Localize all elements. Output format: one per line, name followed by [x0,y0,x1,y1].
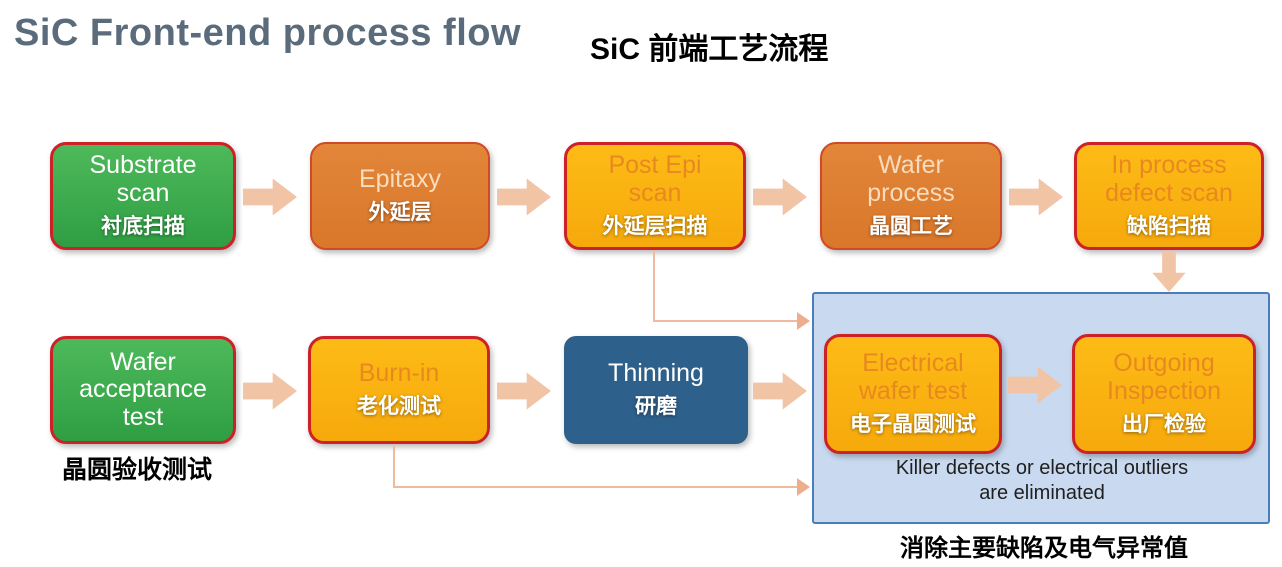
node-substrate-scan-label-zh: 衬底扫描 [101,215,185,238]
node-in-process-defect-scan: In process defect scan 缺陷扫描 [1074,142,1264,250]
node-post-epi-scan-label-zh: 外延层扫描 [602,215,708,238]
flow-arrow-icon [1009,178,1063,216]
connector-arrowhead-icon [797,312,810,330]
node-burn-in: Burn-in 老化测试 [308,336,490,444]
node-substrate-scan: Substrate scan 衬底扫描 [50,142,236,250]
node-in-process-defect-scan-label-en: In process defect scan [1105,151,1233,207]
node-thinning-label-en: Thinning [608,358,704,387]
node-post-epi-scan-label-en: Post Epi scan [608,151,702,207]
flow-arrow-icon [497,178,551,216]
flow-arrow-icon [497,372,551,410]
node-epitaxy: Epitaxy 外延层 [310,142,490,250]
connector-line [653,320,799,322]
flow-arrow-icon [243,372,297,410]
node-electrical-wafer-test-label-zh: 电子晶圆测试 [850,413,976,436]
flow-arrow-down-icon [1152,252,1186,292]
node-substrate-scan-label-en: Substrate scan [89,151,197,207]
flow-arrow-icon [753,178,807,216]
node-thinning-label-zh: 研磨 [635,395,677,419]
node-in-process-defect-scan-label-zh: 缺陷扫描 [1127,215,1211,238]
node-outgoing-inspection-label-zh: 出厂检验 [1122,413,1206,436]
connector-line [393,486,799,488]
node-thinning: Thinning 研磨 [564,336,748,444]
node-wafer-process-label-en: Wafer process [867,151,955,207]
node-burn-in-label-en: Burn-in [358,358,440,387]
node-outgoing-inspection: Outgoing Inspection 出厂检验 [1072,334,1256,454]
page-title-english: SiC Front-end process flow [14,12,522,54]
panel-note-english: Killer defects or electrical outliers ar… [895,457,1189,504]
connector-line [393,444,395,488]
flow-arrow-icon [243,178,297,216]
node-wafer-acceptance-test: Wafer acceptance test [50,336,236,444]
connector-line [653,250,655,322]
node-wafer-process: Wafer process 晶圆工艺 [820,142,1002,250]
node-wafer-process-label-zh: 晶圆工艺 [869,215,953,238]
wafer-acceptance-test-label-zh: 晶圆验收测试 [62,456,213,484]
node-epitaxy-label-en: Epitaxy [359,164,441,193]
connector-arrowhead-icon [797,478,810,496]
node-outgoing-inspection-label-en: Outgoing Inspection [1107,349,1221,405]
node-epitaxy-label-zh: 外延层 [368,201,432,225]
flow-arrow-icon [753,372,807,410]
node-post-epi-scan: Post Epi scan 外延层扫描 [564,142,746,250]
page-title-chinese: SiC 前端工艺流程 [590,33,829,66]
node-electrical-wafer-test: Electrical wafer test 电子晶圆测试 [824,334,1002,454]
node-burn-in-label-zh: 老化测试 [357,395,441,419]
node-wafer-acceptance-test-label-en: Wafer acceptance test [79,347,207,431]
panel-note-chinese: 消除主要缺陷及电气异常值 [900,535,1188,562]
node-electrical-wafer-test-label-en: Electrical wafer test [858,349,968,405]
